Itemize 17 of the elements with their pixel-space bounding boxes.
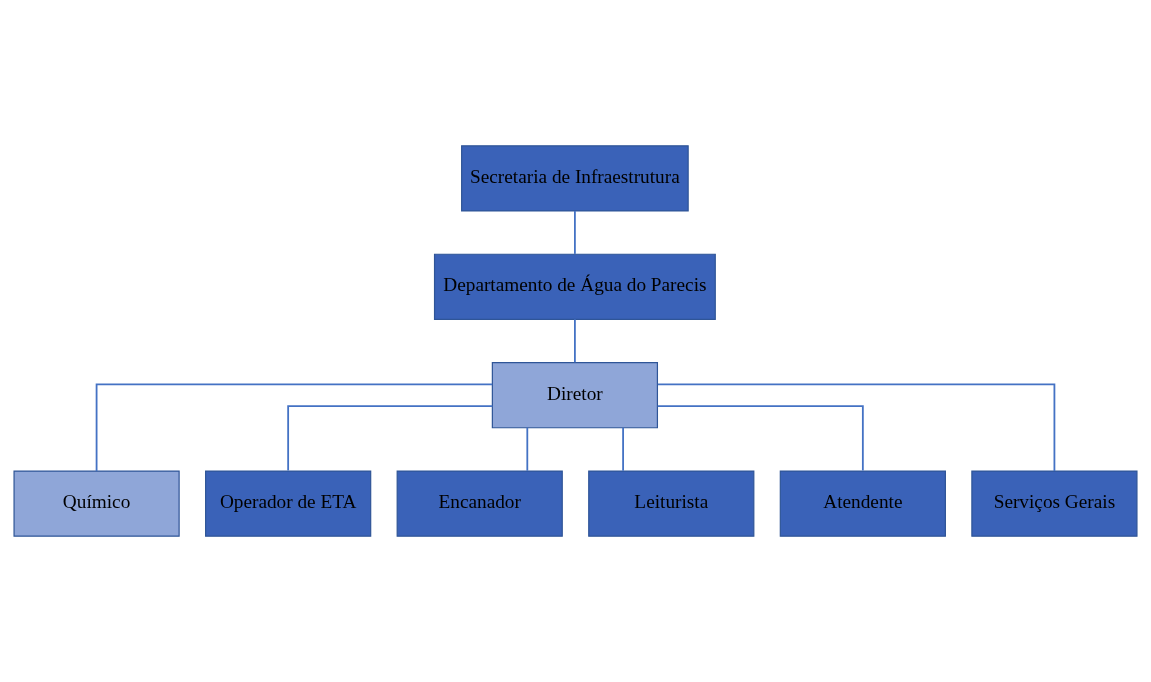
node-box: Secretaria de Infraestrutura xyxy=(461,145,689,212)
node-box: Atendente xyxy=(779,470,946,537)
node-box: Departamento de Água do Parecis xyxy=(433,253,716,320)
connector xyxy=(656,405,864,472)
node-box: Diretor xyxy=(491,362,659,429)
connector xyxy=(656,383,1056,472)
node-box: Operador de ETA xyxy=(205,470,372,537)
node-box: Serviços Gerais xyxy=(971,470,1138,537)
node-box: Encanador xyxy=(396,470,563,537)
connector xyxy=(287,405,494,472)
connector xyxy=(622,426,624,472)
connector xyxy=(574,209,576,255)
node-box: Leiturista xyxy=(588,470,755,537)
connector xyxy=(526,426,529,472)
connector xyxy=(95,383,494,472)
connector xyxy=(574,318,576,364)
node-box: Químico xyxy=(13,470,180,537)
